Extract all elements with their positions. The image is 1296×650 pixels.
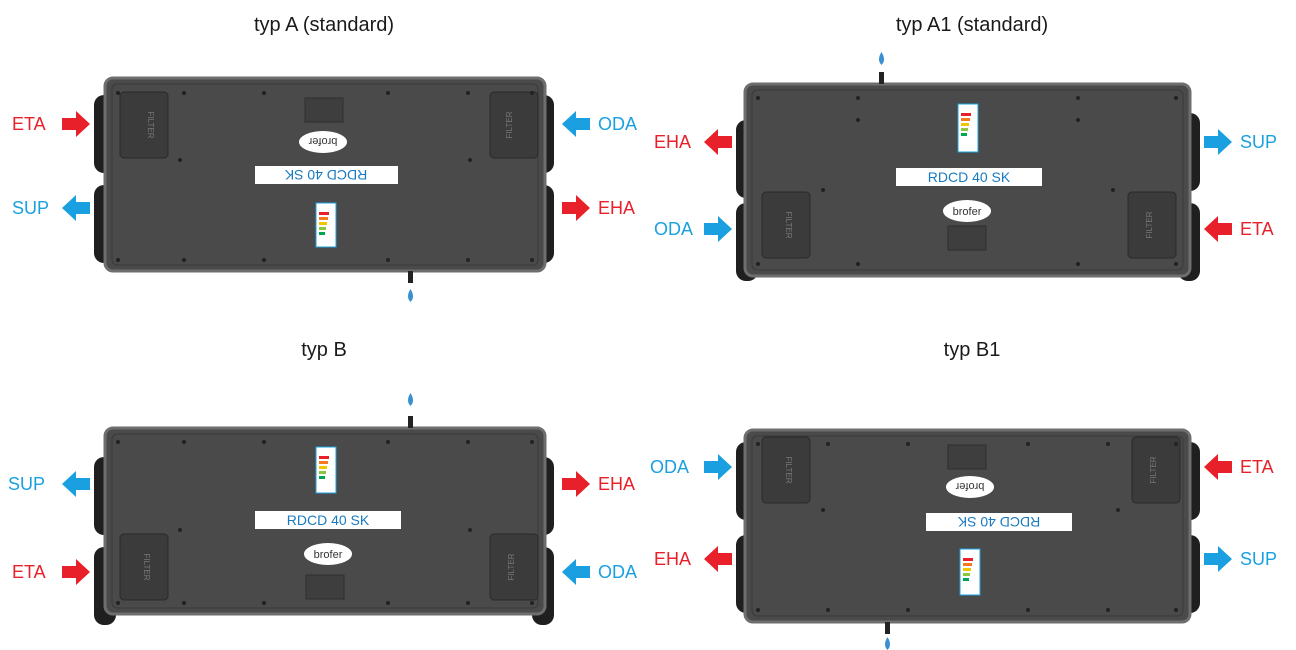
unit-diagram: FILTER FILTER brofer RDCD 40 SK <box>62 76 590 302</box>
energy-label-icon <box>959 548 981 596</box>
filter-label: FILTER <box>1145 211 1154 238</box>
port-label-oda: ODA <box>654 219 694 239</box>
filter-cover-right: FILTER <box>489 533 539 601</box>
port-label-sup: SUP <box>1240 132 1278 152</box>
logo-text: brofer <box>955 480 984 492</box>
port-label-eha: EHA <box>654 549 692 569</box>
model-plate: RDCD 40 SK <box>255 166 398 184</box>
flow-arrow-eta <box>62 111 90 137</box>
port-label-oda: ODA <box>598 114 638 134</box>
screws <box>116 440 534 605</box>
filter-label: FILTER <box>505 111 514 138</box>
filter-cover-left: FILTER <box>761 191 811 259</box>
logo-text: brofer <box>314 549 343 561</box>
condensate-drain <box>879 52 884 84</box>
filter-label: FILTER <box>784 212 793 239</box>
brofer-logo: brofer <box>943 200 991 222</box>
filter-label: FILTER <box>146 112 155 139</box>
model-label: RDCD 40 SK <box>928 169 1011 185</box>
flow-arrow-oda <box>704 216 732 242</box>
model-plate: RDCD 40 SK <box>896 168 1042 186</box>
model-plate: RDCD 40 SK <box>255 511 401 529</box>
panel-typ-a: typ A (standard) FILTER FILTER brofer <box>0 0 648 325</box>
filter-cover-left: FILTER <box>119 91 169 159</box>
port-label-eha: EHA <box>654 132 692 152</box>
panel-title: typ B <box>301 339 347 361</box>
panel-typ-b1: typ B1 FILTER FILTER brofer RDCD 40 SK <box>648 325 1296 650</box>
flow-arrow-sup <box>62 195 90 221</box>
logo-text: brofer <box>953 206 982 218</box>
flow-arrow-sup <box>1204 546 1232 572</box>
panel-title: typ B1 <box>943 339 1001 361</box>
port-label-eta: ETA <box>1240 219 1274 239</box>
flow-arrow-sup <box>1204 129 1232 155</box>
screws <box>756 96 1178 266</box>
logo-text: brofer <box>308 135 337 147</box>
filter-cover-right: FILTER <box>1131 436 1181 504</box>
condensate-drain <box>408 271 413 302</box>
model-label: RDCD 40 SK <box>284 167 367 183</box>
energy-label-icon <box>957 103 979 153</box>
flow-arrow-eha <box>562 471 590 497</box>
water-drop-icon <box>408 393 413 406</box>
panel-title: typ A1 (standard) <box>895 14 1049 36</box>
port-label-oda: ODA <box>598 562 638 582</box>
port-label-eta: ETA <box>1240 457 1274 477</box>
panel-typ-b: typ B FILTER FILTER RDCD 40 SK <box>0 325 648 650</box>
port-label-sup: SUP <box>8 474 46 494</box>
port-label-sup: SUP <box>1240 549 1278 569</box>
brofer-logo: brofer <box>299 131 347 153</box>
flow-arrow-oda <box>704 454 732 480</box>
port-label-sup: SUP <box>12 198 50 218</box>
condensate-drain <box>408 393 413 428</box>
filter-cover-right: FILTER <box>489 91 539 159</box>
flow-arrow-eta <box>1204 454 1232 480</box>
model-label: RDCD 40 SK <box>957 514 1040 530</box>
flow-arrow-eta <box>1204 216 1232 242</box>
panel-typ-a1: typ A1 (standard) FILTER FILTER RDCD 40 … <box>648 0 1296 325</box>
flow-arrow-oda <box>562 559 590 585</box>
panel-title: typ A (standard) <box>253 14 395 36</box>
water-drop-icon <box>408 289 413 302</box>
port-label-eta: ETA <box>12 562 46 582</box>
filter-label: FILTER <box>142 554 151 581</box>
port-label-eha: EHA <box>598 474 636 494</box>
flow-arrow-oda <box>562 111 590 137</box>
flow-arrow-eha <box>562 195 590 221</box>
filter-label: FILTER <box>1149 456 1158 483</box>
energy-label-icon <box>315 202 337 248</box>
flow-arrow-eha <box>704 129 732 155</box>
filter-label: FILTER <box>784 457 793 484</box>
screws <box>116 91 534 262</box>
filter-cover-right: FILTER <box>1127 191 1177 259</box>
filter-cover-left: FILTER <box>761 436 811 504</box>
model-label: RDCD 40 SK <box>287 512 370 528</box>
flow-arrow-eta <box>62 559 90 585</box>
flow-arrow-eha <box>704 546 732 572</box>
flow-arrow-sup <box>62 471 90 497</box>
screws <box>756 442 1178 612</box>
energy-label-icon <box>315 446 337 494</box>
condensate-drain <box>885 622 890 650</box>
port-label-eta: ETA <box>12 114 46 134</box>
unit-diagram: FILTER FILTER brofer RDCD 40 SK <box>704 428 1232 650</box>
unit-diagram: FILTER FILTER RDCD 40 SK brofer <box>62 393 590 625</box>
filter-cover-left: FILTER <box>119 533 169 601</box>
unit-diagram: FILTER FILTER RDCD 40 SK brofer <box>704 52 1232 281</box>
port-label-eha: EHA <box>598 198 636 218</box>
model-plate: RDCD 40 SK <box>926 513 1072 531</box>
port-label-oda: ODA <box>650 457 690 477</box>
brofer-logo: brofer <box>946 476 994 498</box>
water-drop-icon <box>879 52 884 65</box>
brofer-logo: brofer <box>304 543 352 565</box>
filter-label: FILTER <box>507 553 516 580</box>
water-drop-icon <box>885 637 890 650</box>
